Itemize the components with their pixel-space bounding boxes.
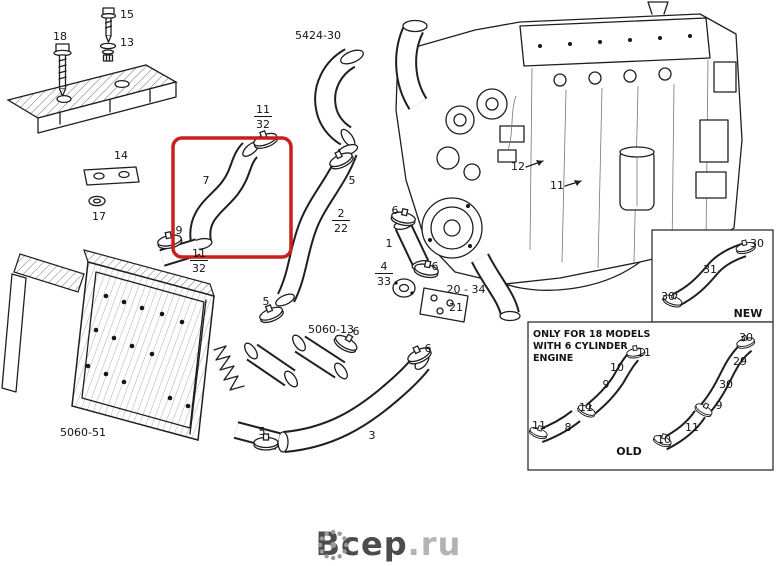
callout-8: 8 bbox=[565, 421, 572, 434]
callout-NEW: NEW bbox=[734, 307, 763, 320]
callout-6: 6 bbox=[353, 325, 360, 338]
hose-2 bbox=[275, 143, 359, 307]
radiator-top-stub bbox=[159, 238, 201, 267]
bolt-15-icon bbox=[100, 7, 117, 43]
svg-text:32: 32 bbox=[192, 262, 206, 275]
svg-text:4: 4 bbox=[381, 260, 388, 273]
callout-9: 9 bbox=[603, 378, 610, 391]
callout-5424-30: 5424-30 bbox=[295, 29, 341, 42]
engine-assembly bbox=[395, 1, 743, 322]
callout-11: 11 bbox=[532, 419, 546, 432]
svg-text:33: 33 bbox=[377, 275, 391, 288]
spring-symbol bbox=[213, 345, 245, 391]
washer-nut-13-icon bbox=[99, 42, 117, 62]
callout-5060-51: 5060-51 bbox=[60, 426, 106, 439]
callout-6: 6 bbox=[392, 204, 399, 217]
inset-box-old bbox=[527, 321, 774, 471]
svg-text:22: 22 bbox=[334, 222, 348, 235]
callout-30: 30 bbox=[719, 378, 733, 391]
callout-12: 12 bbox=[511, 160, 525, 173]
highlight-box-part-7 bbox=[171, 136, 293, 259]
mounting-hardware bbox=[6, 7, 178, 207]
callout-ONLYFOR18MODELS: ONLY FOR 18 MODELS bbox=[533, 329, 650, 340]
svg-text:32: 32 bbox=[256, 118, 270, 131]
callout-6: 6 bbox=[432, 260, 439, 273]
callout-5060-13: 5060-13 bbox=[308, 323, 354, 336]
callout-31: 31 bbox=[703, 263, 717, 276]
callout-21: 21 bbox=[449, 301, 463, 314]
fuel-filter-icon bbox=[619, 146, 655, 211]
watermark-logo-icon bbox=[317, 529, 348, 561]
callout-OLD: OLD bbox=[616, 445, 642, 458]
callout-15: 15 bbox=[120, 8, 134, 21]
callout-5: 5 bbox=[349, 174, 356, 187]
callout-14: 14 bbox=[114, 149, 128, 162]
callout-30: 30 bbox=[739, 331, 753, 344]
joint-4-33 bbox=[392, 278, 416, 298]
callout-30: 30 bbox=[750, 237, 764, 250]
callout-20-34: 20 - 34 bbox=[447, 283, 486, 296]
callout-11: 11 bbox=[685, 421, 699, 434]
svg-text:11: 11 bbox=[256, 103, 270, 116]
callout-5: 5 bbox=[259, 425, 266, 438]
bracket-plate-14 bbox=[83, 166, 140, 186]
callout-3: 3 bbox=[369, 429, 376, 442]
callout-9: 9 bbox=[716, 399, 723, 412]
intercooler-radiator bbox=[1, 249, 245, 441]
callout-18: 18 bbox=[53, 30, 67, 43]
callout-11: 11 bbox=[579, 401, 593, 414]
hose-5060-13-a bbox=[244, 342, 298, 388]
callout-10: 10 bbox=[610, 361, 624, 374]
svg-text:11: 11 bbox=[192, 247, 206, 260]
callout-9: 9 bbox=[176, 224, 183, 237]
fraction-callout-4-33: 433 bbox=[375, 260, 393, 288]
callout-5: 5 bbox=[263, 295, 270, 308]
callout-11: 11 bbox=[550, 179, 564, 192]
inset-box-new bbox=[651, 229, 774, 323]
hose-7-highlighted bbox=[189, 141, 260, 251]
watermark: Bcep.ru bbox=[316, 525, 462, 563]
callout-1: 1 bbox=[386, 237, 393, 250]
callout-13: 13 bbox=[120, 36, 134, 49]
watermark-tld: .ru bbox=[407, 525, 462, 563]
svg-text:2: 2 bbox=[338, 207, 345, 220]
callout-17: 17 bbox=[92, 210, 106, 223]
callout-layer: 18 15 13 14 17 5424-30 7 5 9 6 1 6 12 11 20 - 34 21 5060… bbox=[53, 8, 764, 458]
fraction-callout-2-22: 222 bbox=[332, 207, 350, 235]
callout-6: 6 bbox=[425, 342, 432, 355]
callout-10: 10 bbox=[657, 433, 671, 446]
hose-3 bbox=[277, 354, 430, 453]
grommet-17-icon bbox=[88, 195, 106, 207]
crossmember-beam bbox=[6, 64, 178, 134]
hose-5424-30 bbox=[314, 48, 364, 148]
callout-ENGINE: ENGINE bbox=[533, 353, 573, 364]
callout-30: 30 bbox=[661, 290, 675, 303]
callout-WITH6CYLINDER: WITH 6 CYLINDER bbox=[533, 341, 628, 352]
callout-11: 11 bbox=[637, 346, 651, 359]
callout-29: 29 bbox=[733, 355, 747, 368]
callout-7: 7 bbox=[203, 174, 210, 187]
hose-5060-13-b bbox=[292, 334, 348, 380]
bracket-20-34 bbox=[419, 287, 469, 323]
